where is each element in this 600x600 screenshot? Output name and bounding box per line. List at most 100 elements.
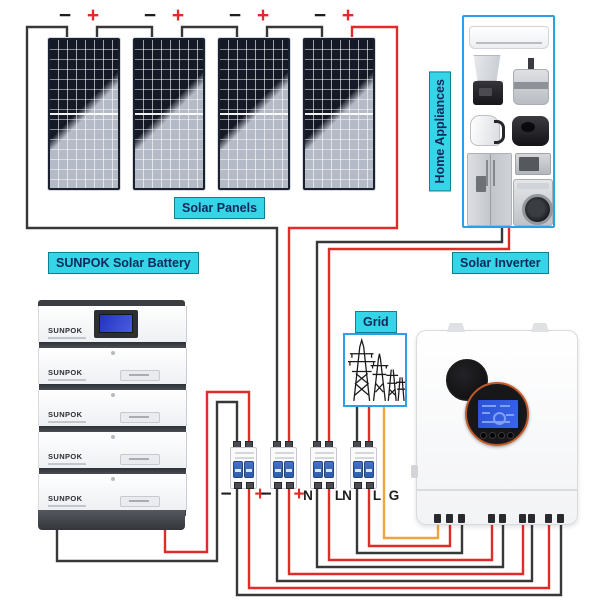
inverter-terminal xyxy=(545,514,552,523)
solar-panel-3 xyxy=(218,38,290,190)
solar-panels-label: Solar Panels xyxy=(174,197,266,219)
food-processor-icon xyxy=(528,58,534,78)
air-conditioner-icon xyxy=(469,26,549,49)
inverter-side-port xyxy=(411,465,418,478)
breaker-pv xyxy=(270,440,297,490)
battery-model-line xyxy=(48,505,86,507)
solar-panel-1 xyxy=(48,38,120,190)
terminal-label-battery-positive: + xyxy=(254,484,266,505)
breaker-grid xyxy=(350,440,377,490)
inverter-terminal xyxy=(488,514,495,523)
panel4-positive-terminal-label: + xyxy=(341,4,355,27)
battery-module-3: SUNPOK xyxy=(38,390,187,432)
module-led xyxy=(110,393,115,397)
module-separator xyxy=(39,342,186,348)
panel2-negative-terminal-label: − xyxy=(143,4,157,27)
wire-load-line xyxy=(327,224,511,445)
wire-load-neutral xyxy=(315,224,504,445)
inverter-terminal xyxy=(519,514,526,523)
battery-base xyxy=(38,510,185,530)
battery-model-line xyxy=(48,421,86,423)
terminal-label-pv-negative: − xyxy=(260,484,272,505)
terminal-label-load-neutral: N xyxy=(303,488,313,503)
wire-panel-link-1-2 xyxy=(95,25,154,42)
wire-breaker1-negative-out xyxy=(235,487,563,597)
inverter-terminal xyxy=(557,514,564,523)
blender-base-icon xyxy=(473,81,503,105)
module-separator xyxy=(39,384,186,390)
blender-icon xyxy=(473,55,501,81)
panel1-positive-terminal-label: + xyxy=(86,4,100,27)
refrigerator-icon xyxy=(467,153,512,226)
transmission-towers-icon xyxy=(347,337,405,402)
home-appliances-box xyxy=(462,15,555,228)
inverter-terminal xyxy=(458,514,465,523)
wire-battery-positive xyxy=(163,390,251,554)
battery-brand: SUNPOK xyxy=(48,326,83,335)
module-led xyxy=(110,477,115,481)
food-processor-bowl-icon xyxy=(513,69,549,105)
battery-module-5: SUNPOK xyxy=(38,474,187,516)
solar-panel-4 xyxy=(303,38,375,190)
module-led xyxy=(110,351,115,355)
solar-battery-label: SUNPOK Solar Battery xyxy=(48,252,199,274)
grid-box xyxy=(343,333,407,407)
wire-breaker3-line-out xyxy=(327,487,494,562)
microwave-oven-icon xyxy=(515,153,551,175)
module-handle xyxy=(120,370,160,381)
solar-inverter-label: Solar Inverter xyxy=(452,252,549,274)
breaker-load xyxy=(310,440,337,490)
panel3-negative-terminal-label: − xyxy=(228,4,242,27)
battery-stack: SUNPOK SUNPOK SUNPOK SUNPOK SUN xyxy=(38,300,187,530)
mounting-tab-icon xyxy=(447,323,465,332)
terminal-label-ground: G xyxy=(388,488,400,503)
wire-battery-negative xyxy=(55,400,239,563)
battery-model-line xyxy=(48,337,86,339)
breaker-battery xyxy=(230,440,257,490)
panel3-positive-terminal-label: + xyxy=(256,4,270,27)
wire-pv-positive xyxy=(287,25,399,445)
air-fryer-icon xyxy=(512,116,549,146)
panel2-positive-terminal-label: + xyxy=(171,4,185,27)
module-handle xyxy=(120,412,160,423)
module-handle xyxy=(120,496,160,507)
battery-brand: SUNPOK xyxy=(48,368,83,377)
inverter-ground-terminal xyxy=(434,514,441,523)
battery-brand: SUNPOK xyxy=(48,494,83,503)
module-separator xyxy=(39,426,186,432)
wire-breaker4-neutral-out xyxy=(355,487,464,555)
module-handle xyxy=(120,454,160,465)
battery-lcd-display xyxy=(94,310,138,338)
battery-brand: SUNPOK xyxy=(48,410,83,419)
inverter-round-display xyxy=(465,382,529,446)
panel1-negative-terminal-label: − xyxy=(58,4,72,27)
terminal-label-grid-line: L xyxy=(372,488,382,503)
grid-label: Grid xyxy=(355,311,397,333)
inverter-lcd-screen xyxy=(477,399,519,429)
module-separator xyxy=(39,468,186,474)
battery-model-line xyxy=(48,463,86,465)
terminal-label-grid-neutral: N xyxy=(342,488,352,503)
wire-panel-link-2-3 xyxy=(180,25,239,42)
kettle-icon xyxy=(470,115,505,146)
battery-lcd-screen xyxy=(99,314,133,333)
wire-panel-link-3-4 xyxy=(265,25,324,42)
inverter-buttons xyxy=(480,432,514,439)
inverter-terminal xyxy=(446,514,453,523)
battery-module-4: SUNPOK xyxy=(38,432,187,474)
wire-breaker3-neutral-out xyxy=(315,487,505,569)
wire-pv-negative xyxy=(25,25,279,445)
mounting-tab-icon xyxy=(531,323,549,332)
battery-top-cap xyxy=(38,300,185,306)
solar-inverter-unit xyxy=(411,323,578,525)
inverter-seam xyxy=(417,489,577,491)
panel4-negative-terminal-label: − xyxy=(313,4,327,27)
washing-machine-icon xyxy=(513,179,553,226)
wire-breaker2-positive-out xyxy=(287,487,525,576)
solar-panel-2 xyxy=(133,38,205,190)
module-led xyxy=(110,435,115,439)
terminal-label-battery-negative: − xyxy=(220,484,232,505)
terminal-label-pv-positive: + xyxy=(293,484,305,505)
